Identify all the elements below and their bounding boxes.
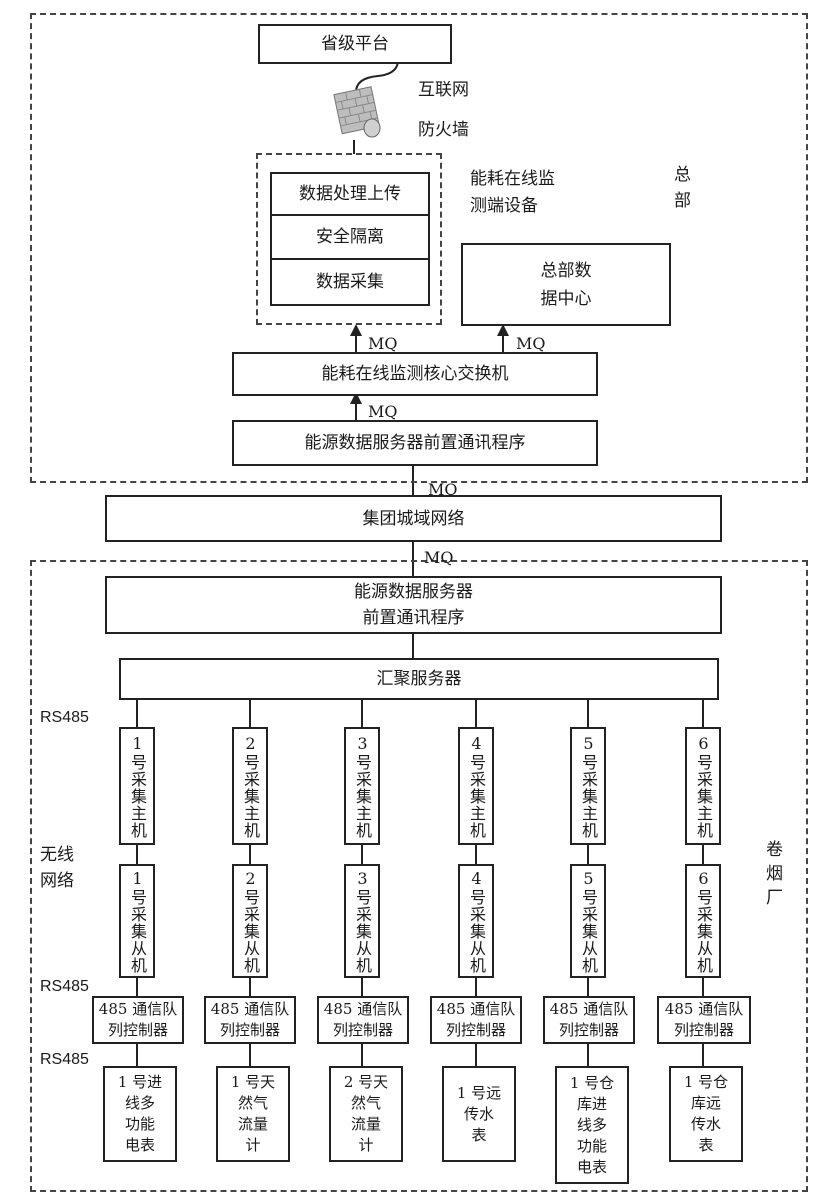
device-group-title: 能耗在线监 测端设备	[470, 169, 555, 216]
internet-label: 互联网	[418, 80, 469, 100]
collector-slave-4: 4号采集从机	[458, 864, 494, 978]
mq-label-1: MQ	[368, 334, 398, 353]
core-switch-label: 能耗在线监测核心交换机	[321, 364, 509, 384]
collector-slave-1: 1号采集从机	[119, 864, 155, 978]
rs485-label-1: RS485	[40, 709, 89, 726]
queue-controller-1-label: 485 通信队 列控制器	[98, 1000, 178, 1039]
queue-controller-2: 485 通信队 列控制器	[204, 996, 296, 1044]
security-isolation-box: 安全隔离	[270, 214, 430, 260]
device-5-label: 1 号仓 库进 线多 功能 电表	[569, 1073, 615, 1176]
collector-master-2: 2号采集主机	[232, 727, 268, 845]
mq-label-4: MQ	[428, 480, 458, 499]
data-collect-box: 数据采集	[270, 258, 430, 306]
queue-controller-3: 485 通信队 列控制器	[317, 996, 409, 1044]
collector-slave-3: 3号采集从机	[344, 864, 380, 978]
device-group-region	[256, 153, 442, 325]
collector-slave-6: 6号采集从机	[685, 864, 721, 978]
queue-controller-4: 485 通信队 列控制器	[430, 996, 522, 1044]
firewall-label: 防火墙	[418, 120, 469, 140]
queue-controller-6-label: 485 通信队 列控制器	[664, 1000, 744, 1039]
device-2-label: 1 号天 然气 流量 计	[230, 1073, 276, 1154]
collector-master-4-label: 4号采集主机	[467, 733, 486, 839]
collector-master-1-label: 1号采集主机	[128, 733, 147, 839]
security-isolation-label: 安全隔离	[316, 227, 384, 247]
device-3-label: 2 号天 然气 流量 计	[343, 1073, 389, 1154]
factory-region	[30, 560, 808, 1192]
collector-master-3-label: 3号采集主机	[353, 733, 372, 839]
factory-energy-server-box: 能源数据服务器 前置通讯程序	[105, 576, 722, 634]
queue-controller-5-label: 485 通信队 列控制器	[549, 1000, 629, 1039]
province-platform-box: 省级平台	[258, 24, 452, 64]
collector-master-2-label: 2号采集主机	[241, 733, 260, 839]
collector-slave-5-label: 5号采集从机	[579, 868, 598, 974]
collector-slave-4-label: 4号采集从机	[467, 868, 486, 974]
factory-label: 卷 烟 厂	[766, 840, 783, 908]
mq-label-2: MQ	[516, 334, 546, 353]
rs485-label-2: RS485	[40, 978, 89, 995]
province-platform-label: 省级平台	[321, 34, 389, 54]
collector-slave-2-label: 2号采集从机	[241, 868, 260, 974]
queue-controller-2-label: 485 通信队 列控制器	[210, 1000, 290, 1039]
device-1-label: 1 号进 线多 功能 电表	[117, 1073, 163, 1154]
wireless-network-label: 无线 网络	[40, 845, 74, 891]
collector-slave-5: 5号采集从机	[570, 864, 606, 978]
device-2: 1 号天 然气 流量 计	[216, 1066, 290, 1162]
collector-master-4: 4号采集主机	[458, 727, 494, 845]
internet-cable	[355, 59, 399, 93]
hq-region	[30, 13, 808, 483]
hq-label: 总 部	[674, 165, 691, 211]
data-collect-label: 数据采集	[316, 272, 384, 292]
process-upload-label: 数据处理上传	[299, 184, 401, 204]
firewall-icon	[333, 86, 381, 138]
queue-controller-6: 485 通信队 列控制器	[657, 996, 751, 1044]
device-3: 2 号天 然气 流量 计	[329, 1066, 403, 1162]
collector-master-1: 1号采集主机	[119, 727, 155, 845]
hq-front-comm-label: 能源数据服务器前置通讯程序	[304, 433, 526, 453]
rs485-label-3: RS485	[40, 1051, 89, 1068]
device-4: 1 号远 传水 表	[442, 1066, 516, 1162]
device-5: 1 号仓 库进 线多 功能 电表	[555, 1066, 629, 1184]
collector-slave-6-label: 6号采集从机	[694, 868, 713, 974]
collector-slave-1-label: 1号采集从机	[128, 868, 147, 974]
collector-master-3: 3号采集主机	[344, 727, 380, 845]
hq-data-center-box: 总部数 据中心	[461, 243, 671, 326]
aggregation-server-label: 汇聚服务器	[376, 669, 462, 689]
hq-front-comm-box: 能源数据服务器前置通讯程序	[232, 420, 598, 466]
aggregation-server-box: 汇聚服务器	[119, 658, 719, 700]
collector-slave-2: 2号采集从机	[232, 864, 268, 978]
device-1: 1 号进 线多 功能 电表	[103, 1066, 177, 1162]
process-upload-box: 数据处理上传	[270, 172, 430, 216]
device-6: 1 号仓 库远 传水 表	[669, 1066, 743, 1162]
mq-label-3: MQ	[368, 402, 398, 421]
queue-controller-5: 485 通信队 列控制器	[543, 996, 635, 1044]
mq-label-5: MQ	[424, 548, 454, 567]
collector-master-6: 6号采集主机	[685, 727, 721, 845]
queue-controller-3-label: 485 通信队 列控制器	[323, 1000, 403, 1039]
collector-master-6-label: 6号采集主机	[694, 733, 713, 839]
queue-controller-1: 485 通信队 列控制器	[92, 996, 184, 1044]
hq-data-center-label: 总部数 据中心	[540, 260, 592, 309]
device-6-label: 1 号仓 库远 传水 表	[683, 1073, 729, 1154]
collector-slave-3-label: 3号采集从机	[353, 868, 372, 974]
group-network-box: 集团城域网络	[105, 495, 722, 542]
collector-master-5-label: 5号采集主机	[579, 733, 598, 839]
group-network-label: 集团城域网络	[362, 508, 465, 529]
factory-energy-server-label: 能源数据服务器 前置通讯程序	[354, 582, 473, 628]
device-4-label: 1 号远 传水 表	[456, 1083, 502, 1144]
core-switch-box: 能耗在线监测核心交换机	[232, 352, 598, 396]
queue-controller-4-label: 485 通信队 列控制器	[436, 1000, 516, 1039]
collector-master-5: 5号采集主机	[570, 727, 606, 845]
